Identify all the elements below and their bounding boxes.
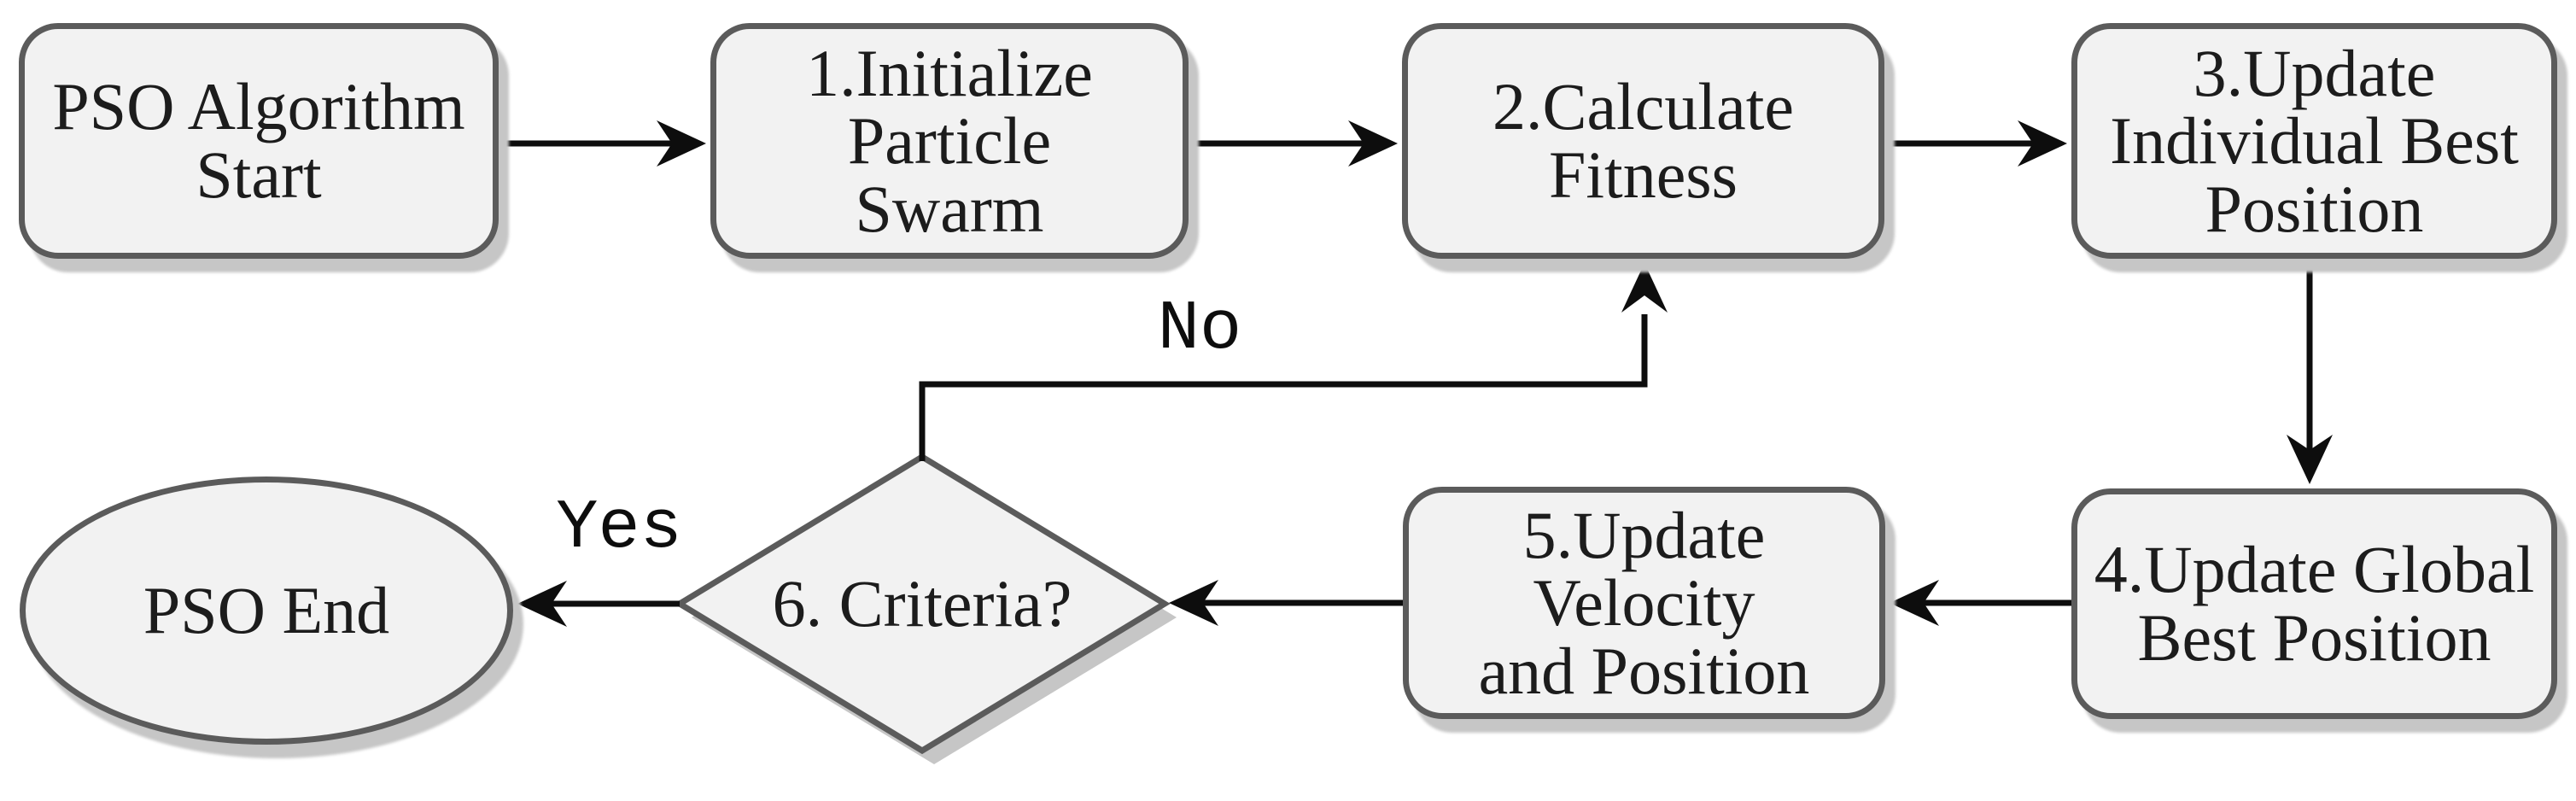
arrowhead-init-to-fitness [1348, 120, 1398, 167]
node-update-global-best: 4.Update Global Best Position [2071, 488, 2557, 719]
node-fitness-line2: Fitness [1548, 137, 1738, 212]
node-end-line1: PSO End [143, 573, 390, 648]
arrow-criteria-to-fitness [919, 314, 1648, 461]
edge-label-no: No [1157, 289, 1242, 369]
arrowhead-ibest-to-gbest [2287, 435, 2333, 484]
arrowhead-fitness-to-ibest [2018, 120, 2067, 167]
node-end: PSO End [20, 477, 513, 745]
node-fitness-line1: 2.Calculate [1492, 69, 1795, 144]
arrowhead-criteria-to-fitness [1621, 263, 1668, 313]
node-criteria-line1: 6. Criteria? [772, 566, 1072, 641]
node-update-individual-best: 3.Update Individual Best Position [2071, 23, 2557, 259]
node-start-line2: Start [196, 137, 322, 212]
node-start-line1: PSO Algorithm [52, 69, 465, 144]
node-ibest-line3: Position [2205, 171, 2424, 246]
decision-diamond [674, 453, 1171, 755]
node-init-line1: 1.Initialize Particle [806, 35, 1093, 178]
edge-label-yes: Yes [556, 488, 682, 568]
node-gbest-line1: 4.Update Global [2094, 532, 2535, 607]
node-ibest-line2: Individual Best [2110, 103, 2519, 178]
node-criteria-decision: 6. Criteria? [680, 457, 1165, 751]
node-start: PSO Algorithm Start [19, 23, 499, 259]
node-velocity-line1: 5.Update Velocity [1522, 497, 1766, 640]
arrowhead-start-to-init [657, 120, 706, 167]
node-ibest-line1: 3.Update [2193, 35, 2436, 110]
arrowhead-velocity-to-criteria [1169, 580, 1218, 626]
arrowhead-gbest-to-velocity [1890, 580, 1939, 626]
node-update-velocity-position: 5.Update Velocity and Position [1403, 487, 1885, 719]
node-init-line2: Swarm [855, 171, 1044, 246]
node-initialize-particle-swarm: 1.Initialize Particle Swarm [710, 23, 1189, 259]
arrowhead-criteria-to-end [517, 581, 567, 627]
node-calculate-fitness: 2.Calculate Fitness [1402, 23, 1884, 259]
node-gbest-line2: Best Position [2137, 600, 2491, 675]
node-velocity-line2: and Position [1478, 633, 1810, 708]
